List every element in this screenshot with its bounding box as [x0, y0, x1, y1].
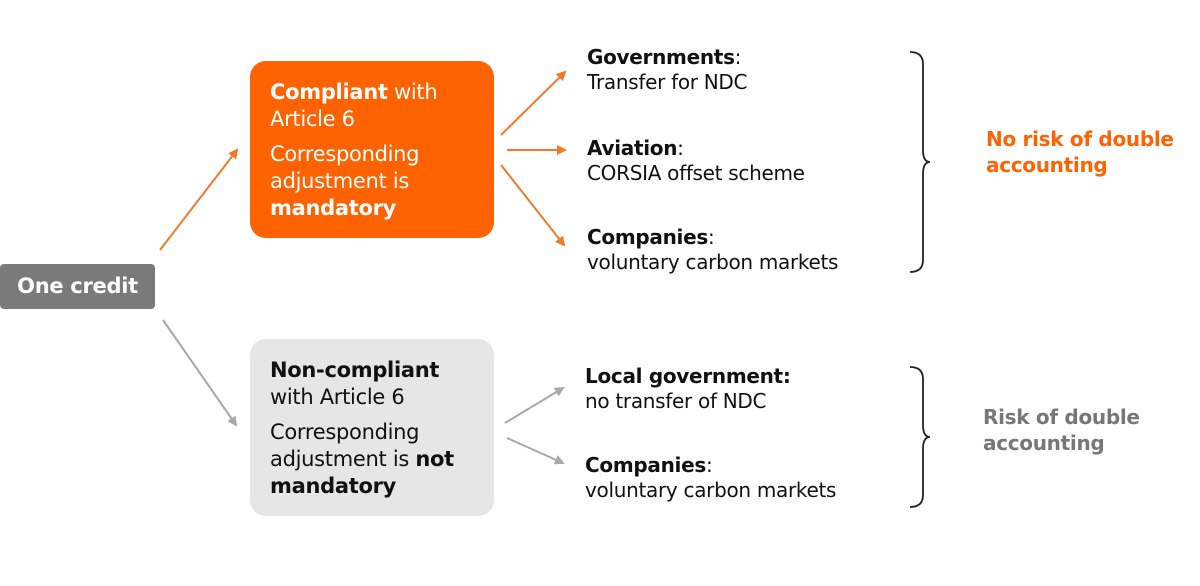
use-local-government: Local government:no transfer of NDC	[585, 364, 791, 413]
arrow-to-companies	[500, 164, 566, 247]
arrow-to-noncompliant	[162, 319, 238, 427]
use-desc: CORSIA offset scheme	[587, 161, 805, 185]
one-credit-label: One credit	[17, 274, 138, 298]
arrow-to-companies-2	[506, 437, 565, 465]
use-title: Governments	[587, 45, 735, 69]
one-credit-box: One credit	[0, 264, 155, 309]
use-desc: no transfer of NDC	[585, 389, 767, 413]
noncompliant-bold: Non-compliant	[270, 358, 440, 382]
compliant-corresponding: Corresponding	[270, 142, 420, 166]
compliant-mandatory: mandatory	[270, 196, 397, 220]
use-governments: Governments:Transfer for NDC	[587, 45, 748, 94]
compliant-article: Article 6	[270, 107, 355, 131]
risk-label: Risk of double accounting	[983, 405, 1140, 455]
noncompliant-adjustment: adjustment is	[270, 447, 416, 471]
use-desc: voluntary carbon markets	[585, 478, 837, 502]
compliant-adjustment: adjustment is	[270, 169, 409, 193]
no-risk-label: No risk of double accounting	[986, 127, 1174, 177]
bracket-top	[909, 51, 931, 273]
use-title: Companies	[585, 453, 706, 477]
compliant-text: with	[387, 80, 438, 104]
noncompliant-mandatory: mandatory	[270, 474, 397, 498]
arrow-to-compliant	[159, 148, 239, 251]
use-companies-2: Companies:voluntary carbon markets	[585, 453, 837, 502]
use-title: Companies	[587, 225, 708, 249]
use-desc: Transfer for NDC	[587, 70, 748, 94]
use-aviation: Aviation:CORSIA offset scheme	[587, 136, 805, 185]
use-desc: voluntary carbon markets	[587, 250, 839, 274]
use-companies: Companies:voluntary carbon markets	[587, 225, 839, 274]
use-title: Local government	[585, 364, 783, 388]
noncompliant-article: with Article 6	[270, 385, 405, 409]
arrow-to-governments	[500, 70, 567, 136]
arrow-to-local-government	[504, 386, 565, 424]
noncompliant-not: not	[415, 447, 454, 471]
bracket-bottom	[909, 366, 931, 508]
use-title: Aviation	[587, 136, 678, 160]
compliant-box: Compliant with Article 6 Corresponding a…	[250, 61, 494, 238]
noncompliant-box: Non-compliant with Article 6 Correspondi…	[250, 339, 494, 516]
noncompliant-corresponding: Corresponding	[270, 420, 420, 444]
compliant-bold: Compliant	[270, 80, 388, 104]
